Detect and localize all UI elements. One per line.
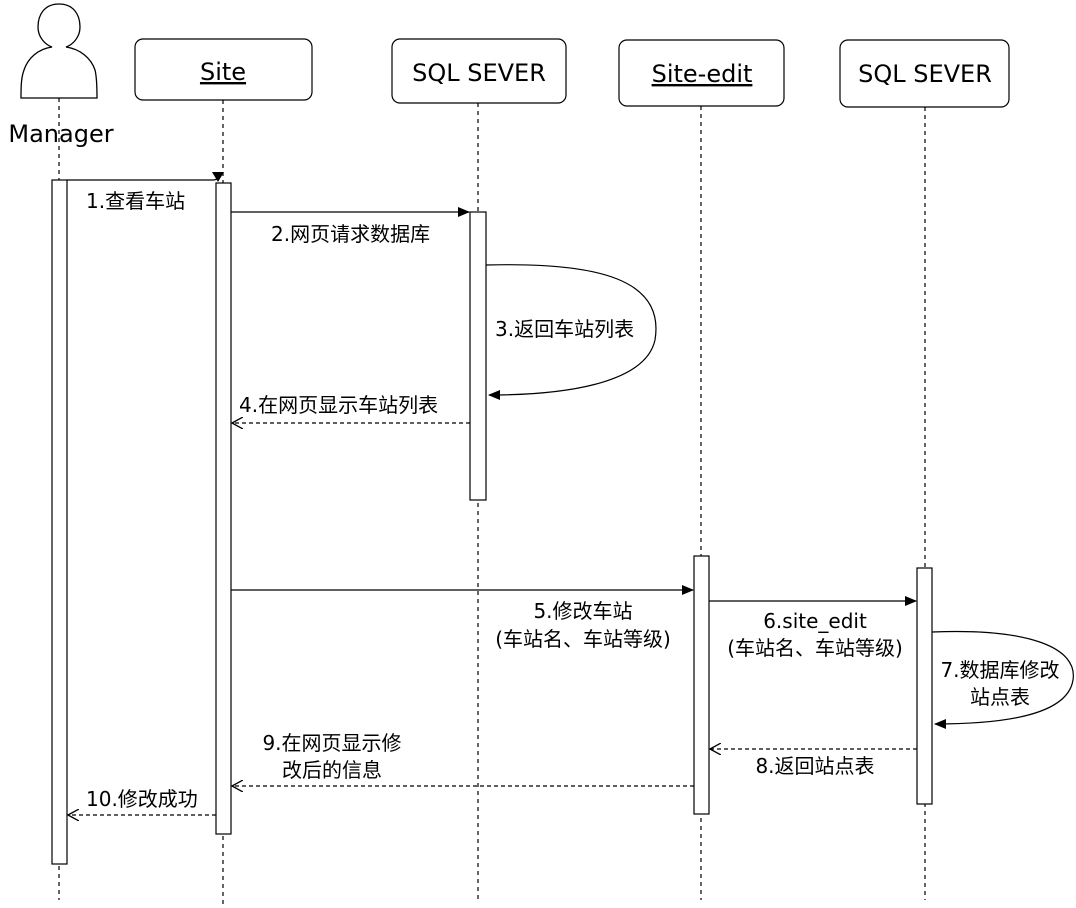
message-label-9a: 9.在网页显示修 [262,731,401,755]
message-label-9b: 改后的信息 [282,758,382,782]
message-4: 4.在网页显示车站列表 [232,393,470,423]
actor-manager: Manager [8,3,114,148]
activation-bar-site-edit [693,555,710,815]
arrowhead-1 [212,172,224,182]
lifeline-box-sql-server-2: SQL SEVER [839,39,1010,108]
message-5: 5.修改车站 (车站名、车站等级) [231,585,694,651]
message-label-5a: 5.修改车站 [533,599,632,623]
message-10: 10.修改成功 [68,787,216,815]
message-label-10: 10.修改成功 [86,787,198,811]
lifeline-box-sql-server-1: SQL SEVER [391,38,567,104]
message-arrow-1 [67,171,221,181]
message-arrow-3 [485,264,657,400]
message-label-4: 4.在网页显示车站列表 [239,393,438,417]
message-label-3: 3.返回车站列表 [495,317,634,341]
message-label-8: 8.返回站点表 [755,754,874,778]
activation-bar-sql-server-2 [916,567,933,805]
actor-label: Manager [8,120,113,148]
message-label-6b: (车站名、车站等级) [727,636,903,660]
activation-bar-manager [51,179,68,865]
lifeline-label-sql-server-1: SQL SEVER [412,59,546,87]
lifeline-label-sql-server-2: SQL SEVER [858,60,992,88]
message-9: 9.在网页显示修 改后的信息 [232,731,694,786]
activation-bar-site [215,182,232,835]
lifeline-label-site: Site [200,58,246,86]
activation-bar-sql-server-1 [469,211,487,501]
message-label-6a: 6.site_edit [763,609,867,633]
message-label-7a: 7.数据库修改 [940,658,1059,682]
message-label-5b: (车站名、车站等级) [495,627,671,651]
message-6: 6.site_edit (车站名、车站等级) [709,596,917,660]
message-label-7b: 站点表 [970,685,1030,709]
message-7: 7.数据库修改 站点表 [931,630,1074,729]
lifeline-box-site: Site [134,38,313,101]
message-label-2: 2.网页请求数据库 [271,222,430,246]
message-3: 3.返回车站列表 [485,264,657,400]
lifeline-box-site-edit: Site-edit [618,39,785,107]
actor-icon [20,3,98,99]
lifeline-label-site-edit: Site-edit [652,60,753,88]
message-8: 8.返回站点表 [710,749,917,778]
message-1: 1.查看车站 [67,171,224,213]
message-label-1: 1.查看车站 [86,189,185,213]
message-2: 2.网页请求数据库 [231,207,470,246]
message-arrow-7 [931,630,1074,729]
